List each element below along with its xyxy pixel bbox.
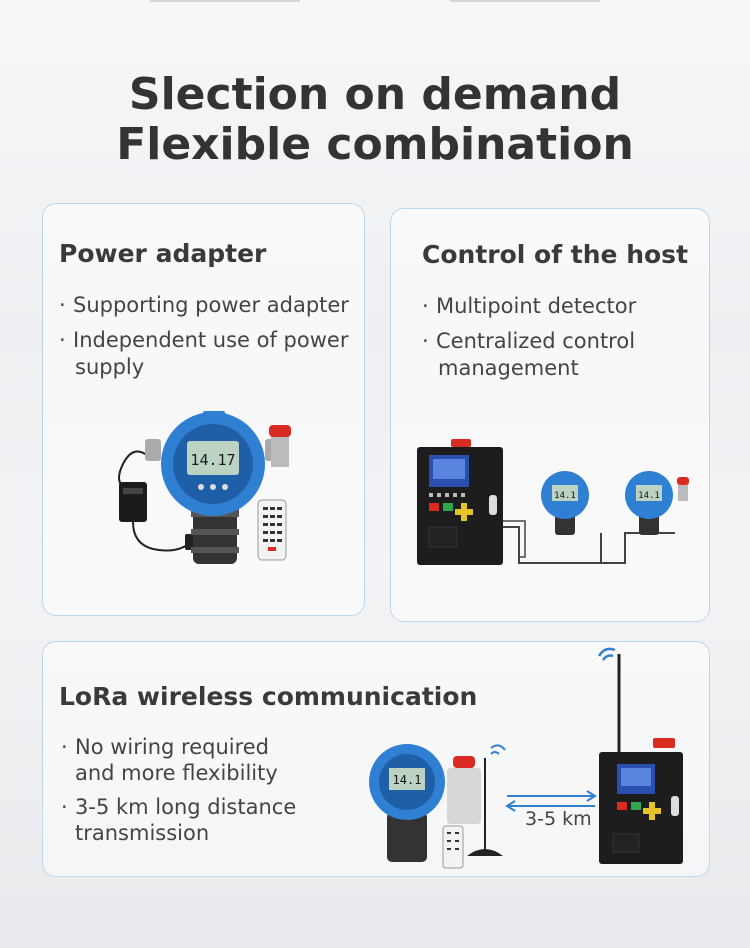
bidirectional-arrow-icon [505,790,597,812]
lora-controller-image [597,647,683,864]
title-line-2: Flexible combination [116,119,634,170]
top-divider-left [150,0,300,2]
remote-control-image [257,499,287,561]
bullet-item: ·Multipoint detector [422,294,637,318]
bullet-item-continued: supply [75,355,145,379]
bullet-item-continued: transmission [75,821,210,845]
svg-text:14.1: 14.1 [638,491,660,501]
host-system-image: 14.1 14.1 [417,439,689,565]
svg-text:14.1: 14.1 [554,491,576,501]
lora-detector-image: 14.1 [369,744,506,869]
bullet-item: ·No wiring required [61,735,270,759]
control-host-card: Control of the host ·Multipoint detector… [390,208,710,622]
bullet-item: ·Independent use of power [59,328,349,352]
svg-text:14.1: 14.1 [393,773,422,787]
card-title: Control of the host [422,240,689,269]
title-line-1: Slection on demand [128,69,622,120]
card-title: LoRa wireless communication [59,682,478,711]
bullet-item-continued: and more flexibility [75,761,278,785]
distance-label: 3-5 km [525,808,592,830]
bullet-item: ·3-5 km long distance [61,795,297,819]
bullet-item: ·Supporting power adapter [59,293,349,317]
power-adapter-card: Power adapter ·Supporting power adapter … [42,203,365,616]
gas-detector-image: 14.17 [145,411,291,564]
display-reading: 14.17 [190,451,235,469]
lora-card: LoRa wireless communication ·No wiring r… [42,641,710,877]
card-title: Power adapter [59,239,267,268]
bullet-item: ·Centralized control [422,329,636,353]
page-title: Slection on demand Flexible combination [0,70,750,170]
top-divider-right [450,0,600,2]
power-adapter-image [118,450,193,552]
bullet-item-continued: management [438,356,579,380]
